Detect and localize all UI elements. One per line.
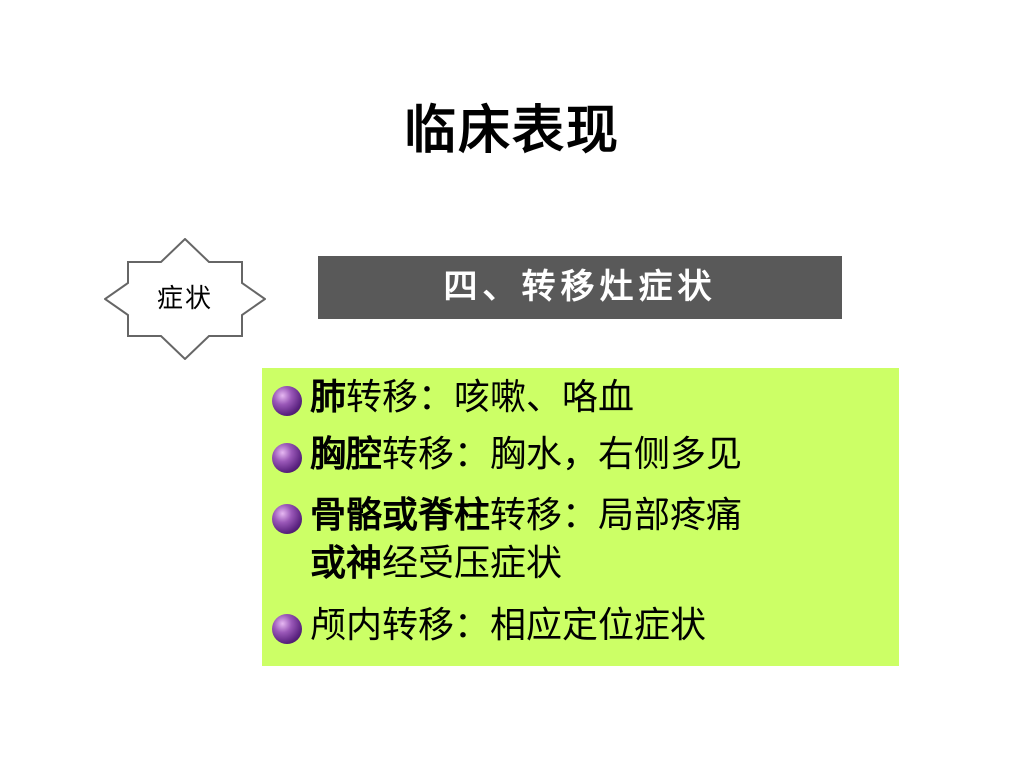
list-item-text: 颅内转移：相应定位症状: [310, 602, 890, 650]
eight-point-star-icon: [104, 238, 266, 360]
list-item-detail: 转移：局部疼痛: [490, 495, 743, 536]
list-item-text: 胸腔转移：胸水，右侧多见: [310, 431, 890, 479]
list-item-text: 骨骼或脊柱转移：局部疼痛: [310, 492, 890, 540]
badge-label: 症状: [156, 284, 213, 314]
list-item-keyword: 胸腔: [310, 434, 383, 475]
section-banner: 四、转移灶症状: [318, 256, 842, 319]
purple-bullet-icon: [272, 614, 302, 644]
content-box: 肺转移：咳嗽、咯血 胸腔转移：胸水，右侧多见 骨骼或脊柱转移：局部疼痛 或神经受…: [262, 368, 899, 666]
purple-bullet-icon: [272, 443, 302, 473]
purple-bullet-icon: [272, 504, 302, 534]
list-item-detail: 颅内转移：相应定位症状: [310, 605, 707, 646]
list-item-detail: 转移：胸水，右侧多见: [382, 434, 743, 475]
list-item-keyword: 骨骼或脊柱: [310, 495, 491, 536]
list-item-intracranial: 颅内转移：相应定位症状: [270, 602, 890, 650]
list-item-keyword-continued: 或神: [310, 543, 383, 584]
list-item-text-continued: 或神经受压症状: [310, 540, 890, 588]
list-item-detail-continued: 经受压症状: [382, 543, 563, 584]
symptom-star-badge: 症状: [104, 238, 266, 360]
list-item-lung: 肺转移：咳嗽、咯血: [270, 374, 890, 422]
list-item-bone-spine: 骨骼或脊柱转移：局部疼痛 或神经受压症状: [270, 492, 890, 588]
list-item-keyword: 肺: [310, 377, 347, 418]
purple-bullet-icon: [272, 386, 302, 416]
list-item-pleura: 胸腔转移：胸水，右侧多见: [270, 431, 890, 479]
list-item-detail: 转移：咳嗽、咯血: [346, 377, 635, 418]
list-item-text: 肺转移：咳嗽、咯血: [310, 374, 890, 422]
slide-title: 临床表现: [403, 101, 620, 161]
